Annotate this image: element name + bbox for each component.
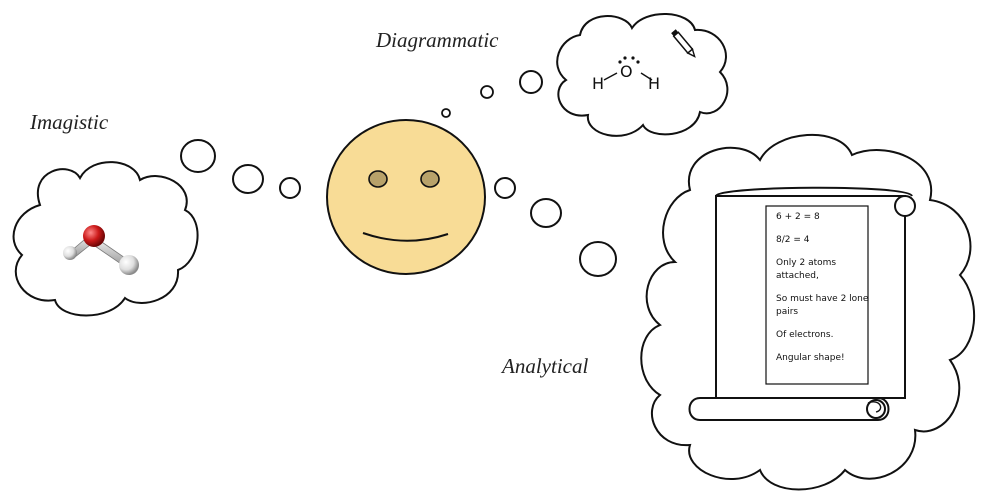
thought-bubble-left-medium	[232, 164, 264, 194]
hydrogen-atom-left	[63, 246, 77, 260]
smiley-face	[326, 119, 486, 275]
thought-bubble-right-medium	[530, 198, 562, 228]
thought-bubble-right-small	[494, 177, 516, 199]
lewis-h-left: H	[592, 74, 605, 93]
label-analytical: Analytical	[502, 354, 589, 378]
analysis-line-4: So must have 2 lone pairs	[776, 294, 869, 317]
label-imagistic: Imagistic	[30, 110, 109, 134]
label-diagrammatic: Diagrammatic	[376, 28, 499, 52]
pencil-icon	[671, 29, 696, 58]
lewis-h-right: H	[648, 74, 661, 93]
thought-bubble-left-small	[279, 177, 301, 199]
thought-bubble-left-large	[180, 139, 216, 173]
left-eye	[368, 170, 388, 188]
analysis-line-3: Only 2 atoms attached,	[776, 258, 837, 281]
analysis-line-2: 8/2 = 4	[776, 235, 810, 245]
analysis-line-5: Of electrons.	[776, 330, 834, 340]
analysis-line-6: Angular shape!	[776, 353, 845, 363]
mouth	[362, 232, 449, 242]
thought-bubble-right-large	[579, 241, 617, 277]
water-molecule-model	[63, 225, 139, 275]
right-eye	[420, 170, 440, 188]
thought-bubble-top-medium	[480, 85, 494, 99]
thought-bubble-top-large	[519, 70, 543, 94]
scroll-text: 6 + 2 = 8 8/2 = 4 Only 2 atoms attached,…	[776, 211, 876, 375]
diagrammatic-cloud	[556, 13, 729, 137]
oxygen-atom	[83, 225, 105, 247]
analysis-line-1: 6 + 2 = 8	[776, 212, 820, 222]
lewis-o-center: O	[620, 62, 633, 81]
thought-bubble-top-small	[441, 108, 451, 118]
imagistic-cloud	[12, 161, 199, 317]
analysis-scroll	[688, 186, 916, 421]
hydrogen-atom-right	[119, 255, 139, 275]
lewis-structure	[603, 56, 653, 81]
